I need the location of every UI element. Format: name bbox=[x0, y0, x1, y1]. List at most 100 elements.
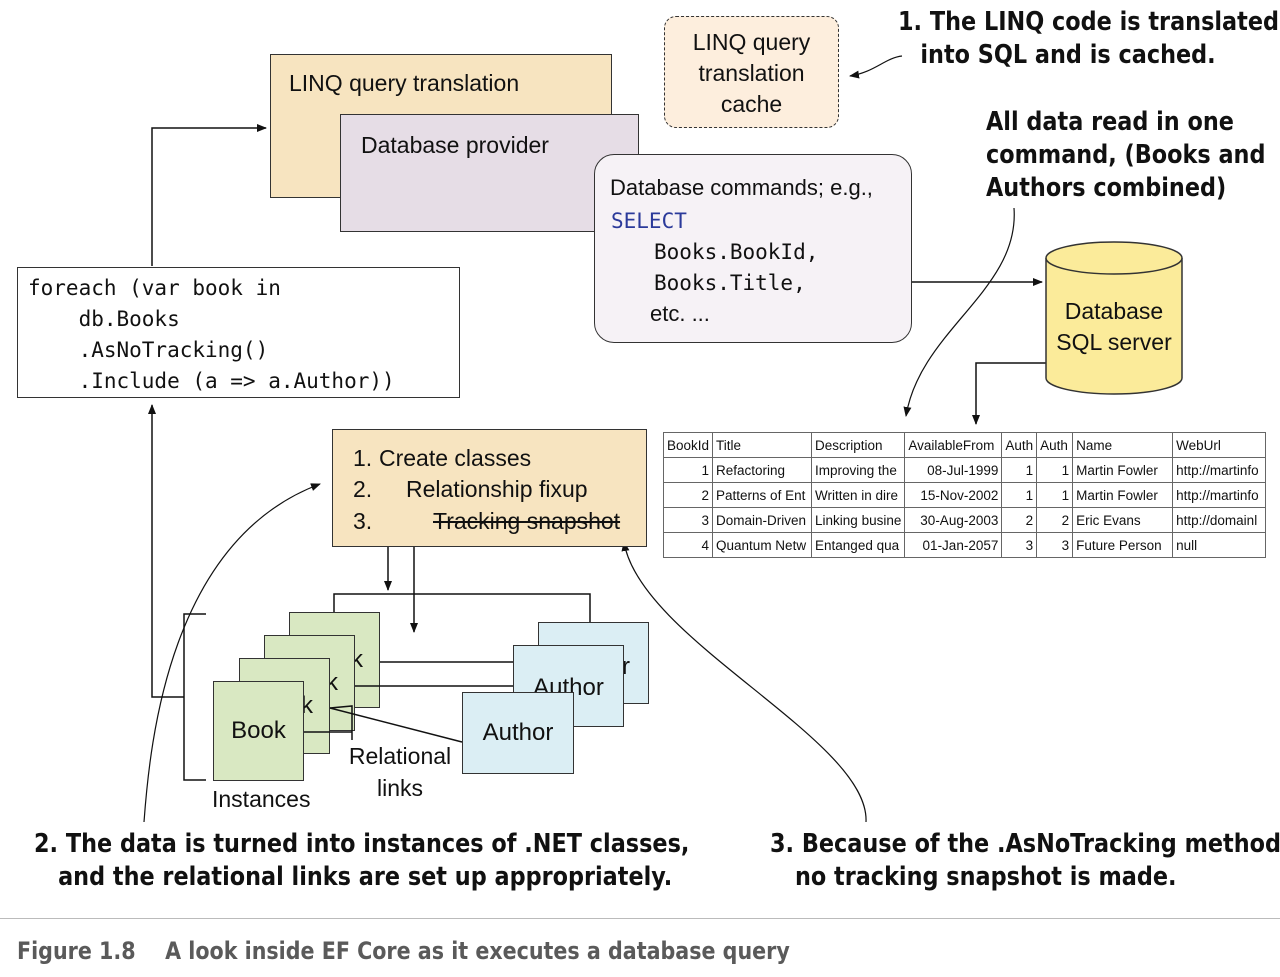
table-cell: Refactoring bbox=[712, 457, 813, 483]
database-commands-box: Database commands; e.g., SELECT Books.Bo… bbox=[594, 154, 912, 343]
callout-2: 2. The data is turned into instances of … bbox=[34, 828, 689, 894]
table-header: Title bbox=[712, 432, 813, 458]
table-header: AvailableFrom bbox=[904, 432, 1003, 458]
table-cell: Improving the bbox=[811, 457, 906, 483]
table-cell: 1 bbox=[1036, 482, 1074, 508]
database-provider-label: Database provider bbox=[361, 132, 549, 158]
cache-line-1: LINQ query bbox=[692, 29, 811, 55]
step-number-3: 3. bbox=[353, 508, 373, 534]
table-header: Description bbox=[811, 432, 906, 458]
table-cell: 1 bbox=[662, 457, 714, 483]
database-to-table-arrow bbox=[972, 362, 1046, 425]
select-keyword: SELECT bbox=[611, 209, 687, 233]
callout-3-line-1: 3. Because of the .AsNoTracking method, bbox=[770, 829, 1280, 859]
table-cell: http://martinfo bbox=[1172, 457, 1267, 483]
callout-all-data-line-3: Authors combined) bbox=[986, 173, 1227, 203]
table-cell: 4 bbox=[662, 532, 714, 558]
callout-all-data-line-2: command, (Books and bbox=[986, 140, 1266, 170]
author-card-front-label: Author bbox=[482, 719, 554, 746]
table-cell: 3 bbox=[1036, 532, 1074, 558]
table-cell: 1 bbox=[1001, 457, 1038, 483]
commands-intro: Database commands; e.g., bbox=[610, 175, 873, 200]
book-card-front: Book bbox=[213, 681, 304, 781]
step-number-1: 1. bbox=[353, 445, 373, 471]
figure-caption bbox=[0, 918, 1280, 919]
all-data-callout-curve bbox=[903, 207, 1015, 417]
callout-1-line-2: into SQL and is cached. bbox=[920, 40, 1216, 70]
table-cell: 08-Jul-1999 bbox=[904, 457, 1003, 483]
callout-3-curve bbox=[621, 541, 867, 823]
relational-links-label: Relational links bbox=[340, 740, 460, 804]
table-header: Auth bbox=[1001, 432, 1038, 458]
database-cylinder bbox=[1045, 241, 1183, 395]
table-row: 4 Quantum Netw Entanged qua 01-Jan-2057 … bbox=[662, 532, 1267, 558]
callout-2-curve bbox=[143, 483, 321, 823]
relational-link bbox=[329, 705, 353, 740]
table-cell: Written in dire bbox=[811, 482, 906, 508]
cache-line-3: cache bbox=[720, 91, 783, 117]
figure-caption-text: Figure 1.8 A look inside EF Core as it e… bbox=[17, 937, 790, 965]
table-row: 2 Patterns of Ent Written in dire 15-Nov… bbox=[662, 482, 1267, 508]
results-table-wrapper: BookId Title Description AvailableFrom A… bbox=[662, 432, 1267, 558]
instances-bracket bbox=[183, 613, 206, 781]
table-cell: Martin Fowler bbox=[1072, 457, 1174, 483]
step-create-classes: Create classes bbox=[379, 445, 532, 471]
code-line-1: foreach (var book in bbox=[28, 276, 281, 300]
translation-cache-box: LINQ query translation cache bbox=[664, 16, 839, 128]
instances-caption: Instances bbox=[212, 786, 311, 812]
table-header: Auth bbox=[1036, 432, 1074, 458]
table-cell: Quantum Netw bbox=[712, 532, 813, 558]
database-label: Database SQL server bbox=[1044, 296, 1184, 358]
steps-box: 1. Create classes 2. Relationship fixup … bbox=[332, 429, 647, 547]
step-tracking-snapshot: Tracking snapshot bbox=[433, 508, 621, 534]
callout-3: 3. Because of the .AsNoTracking method, … bbox=[770, 828, 1280, 894]
callout-all-data-line-1: All data read in one bbox=[986, 107, 1234, 137]
table-header-row: BookId Title Description AvailableFrom A… bbox=[662, 432, 1267, 458]
author-card-front: Author bbox=[462, 692, 574, 774]
table-cell: Future Person bbox=[1072, 532, 1174, 558]
author-card-back-label: r bbox=[622, 653, 630, 680]
step-relationship-fixup: Relationship fixup bbox=[406, 476, 588, 502]
table-cell: Entanged qua bbox=[811, 532, 906, 558]
table-header: WebUrl bbox=[1172, 432, 1267, 458]
command-line-bookid: Books.BookId, bbox=[654, 240, 819, 264]
code-line-4: .Include (a => a.Author)) bbox=[28, 369, 395, 393]
table-cell: Eric Evans bbox=[1072, 507, 1174, 533]
results-table: BookId Title Description AvailableFrom A… bbox=[662, 432, 1267, 558]
figure-title: A look inside EF Core as it executes a d… bbox=[165, 937, 790, 965]
instances-to-code-arrow bbox=[148, 404, 184, 698]
callout-all-data: All data read in one command, (Books and… bbox=[986, 106, 1265, 205]
relational-links-line-1: Relational bbox=[348, 743, 452, 769]
cache-callout-curve bbox=[849, 55, 903, 79]
callout-3-line-2: no tracking snapshot is made. bbox=[794, 862, 1177, 892]
link-bar bbox=[333, 593, 591, 624]
book-card-second-label: k bbox=[301, 692, 313, 719]
code-line-3: .AsNoTracking() bbox=[28, 338, 269, 362]
cache-line-2: translation bbox=[698, 60, 805, 86]
relational-links-line-2: links bbox=[376, 775, 423, 801]
table-cell: 30-Aug-2003 bbox=[904, 507, 1003, 533]
table-cell: Patterns of Ent bbox=[712, 482, 813, 508]
command-line-title: Books.Title, bbox=[654, 271, 806, 295]
code-box: foreach (var book in db.Books .AsNoTrack… bbox=[17, 267, 460, 398]
table-header: BookId bbox=[662, 432, 714, 458]
figure-number: Figure 1.8 bbox=[17, 937, 136, 965]
callout-1-line-1: 1. The LINQ code is translated bbox=[898, 7, 1280, 37]
callout-2-line-1: 2. The data is turned into instances of … bbox=[34, 829, 690, 859]
table-cell: 15-Nov-2002 bbox=[904, 482, 1003, 508]
callout-1: 1. The LINQ code is translated into SQL … bbox=[898, 6, 1279, 72]
linq-translation-label: LINQ query translation bbox=[289, 70, 520, 96]
table-cell: 3 bbox=[662, 507, 714, 533]
table-cell: http://martinfo bbox=[1172, 482, 1267, 508]
database-line-1: Database bbox=[1064, 298, 1164, 324]
step-number-2: 2. bbox=[353, 476, 373, 502]
relational-link bbox=[329, 707, 463, 743]
table-cell: null bbox=[1172, 532, 1267, 558]
code-line-2: db.Books bbox=[28, 307, 180, 331]
code-to-translation-arrow bbox=[151, 124, 267, 266]
table-row: 3 Domain-Driven Linking busine 30-Aug-20… bbox=[662, 507, 1267, 533]
table-cell: 01-Jan-2057 bbox=[904, 532, 1003, 558]
book-card-front-label: Book bbox=[231, 717, 286, 744]
table-cell: Domain-Driven bbox=[712, 507, 813, 533]
